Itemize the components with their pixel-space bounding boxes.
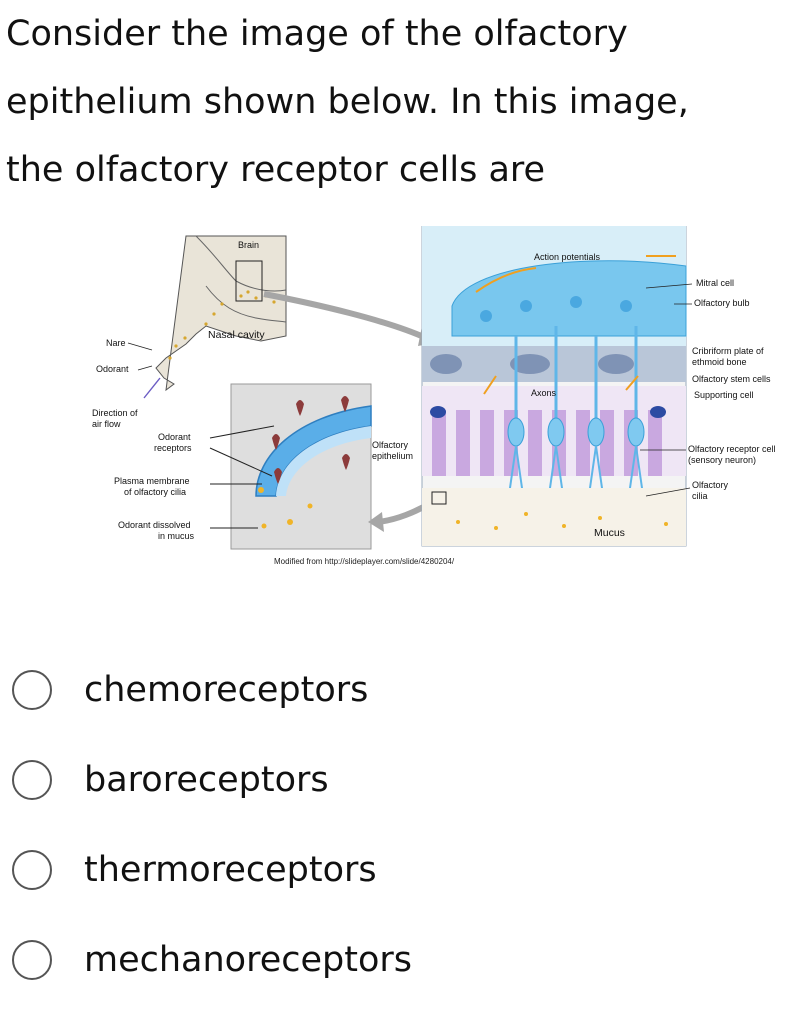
label-receptor-cell-1: Olfactory receptor cell xyxy=(688,444,776,454)
radio-button[interactable] xyxy=(12,850,52,890)
label-plasma-1: Plasma membrane xyxy=(114,476,190,486)
label-olfactory-bulb: Olfactory bulb xyxy=(694,298,750,308)
label-dissolved-2: in mucus xyxy=(158,531,195,541)
label-brain: Brain xyxy=(238,240,259,250)
label-axons: Axons xyxy=(531,388,557,398)
option-label: baroreceptors xyxy=(84,760,329,800)
option-thermoreceptors[interactable]: thermoreceptors xyxy=(12,848,772,892)
radio-button[interactable] xyxy=(12,760,52,800)
answer-options: chemoreceptors baroreceptors thermorecep… xyxy=(12,668,772,1028)
label-olfactory-epithelium-2: epithelium xyxy=(372,451,413,461)
question-line-1: Consider the image of the olfactory xyxy=(6,14,628,54)
option-label: chemoreceptors xyxy=(84,670,369,710)
epithelium-panel: Action potentials Axons Mucus Olfactory … xyxy=(372,226,687,547)
label-cilia-1: Olfactory xyxy=(692,480,729,490)
label-odorant: Odorant xyxy=(96,364,129,374)
question-text: Consider the image of the olfactory epit… xyxy=(6,0,786,204)
label-plasma-2: of olfactory cilia xyxy=(124,487,186,497)
option-label: mechanoreceptors xyxy=(84,940,413,980)
label-nasal-cavity: Nasal cavity xyxy=(208,329,265,341)
head-section: Brain Nasal cavity Nare Odorant Directio… xyxy=(92,235,287,429)
question-line-2: epithelium shown below. In this image, xyxy=(6,82,689,122)
olfactory-epithelium-figure: Brain Nasal cavity Nare Odorant Directio… xyxy=(86,226,776,576)
label-cilia-2: cilia xyxy=(692,491,708,501)
radio-button[interactable] xyxy=(12,940,52,980)
label-cribriform-1: Cribriform plate of xyxy=(692,346,764,356)
label-cribriform-2: ethmoid bone xyxy=(692,357,747,367)
figure-credit: Modified from http://slideplayer.com/sli… xyxy=(274,557,455,566)
label-action-potentials: Action potentials xyxy=(534,252,601,262)
label-direction-1: Direction of xyxy=(92,408,138,418)
label-mitral-cell: Mitral cell xyxy=(696,278,734,288)
right-labels: Mitral cell Olfactory bulb Cribriform pl… xyxy=(640,278,776,501)
label-odorant-receptors-2: receptors xyxy=(154,443,192,453)
option-label: thermoreceptors xyxy=(84,850,377,890)
label-receptor-cell-2: (sensory neuron) xyxy=(688,455,756,465)
question-line-3: the olfactory receptor cells are xyxy=(6,150,546,190)
option-mechanoreceptors[interactable]: mechanoreceptors xyxy=(12,938,772,982)
radio-button[interactable] xyxy=(12,670,52,710)
label-odorant-receptors-1: Odorant xyxy=(158,432,191,442)
cilia-zoom-panel: Odorant receptors Plasma membrane of olf… xyxy=(114,383,372,550)
label-olfactory-epithelium-1: Olfactory xyxy=(372,440,409,450)
olfactory-diagram: Brain Nasal cavity Nare Odorant Directio… xyxy=(92,226,776,566)
label-dissolved-1: Odorant dissolved xyxy=(118,520,191,530)
option-chemoreceptors[interactable]: chemoreceptors xyxy=(12,668,772,712)
label-nare: Nare xyxy=(106,338,126,348)
label-stem-cells: Olfactory stem cells xyxy=(692,374,771,384)
label-supporting-cell: Supporting cell xyxy=(694,390,754,400)
label-direction-2: air flow xyxy=(92,419,121,429)
label-mucus: Mucus xyxy=(594,527,625,539)
option-baroreceptors[interactable]: baroreceptors xyxy=(12,758,772,802)
